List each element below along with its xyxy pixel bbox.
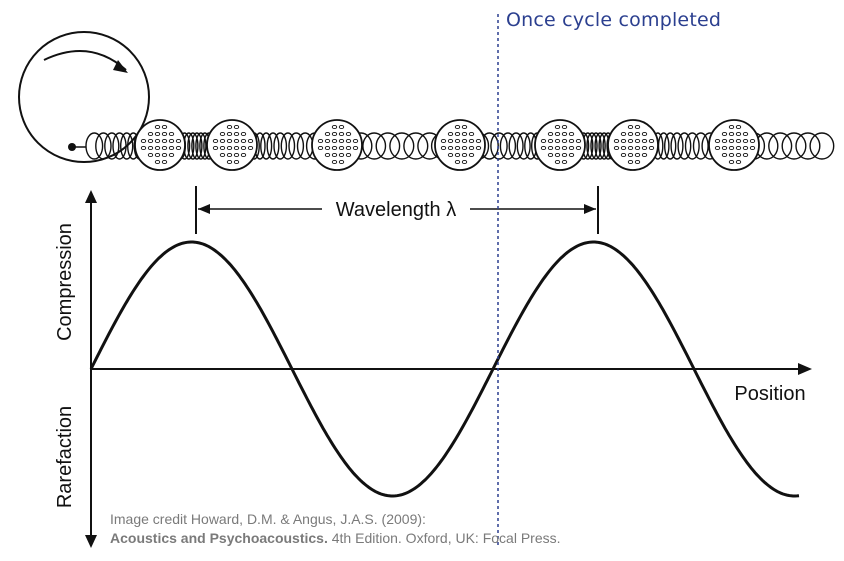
spring-coil <box>280 132 296 160</box>
spring-coil <box>187 132 199 160</box>
spring-coil <box>590 132 602 160</box>
spring-mass-ball <box>607 119 659 171</box>
credit-book-title: Acoustics and Psychoacoustics. <box>110 530 328 546</box>
sine-wave <box>89 240 800 498</box>
axes: Position Compression Rarefaction <box>54 190 812 548</box>
spring-coil <box>119 132 134 160</box>
compression-label: Compression <box>54 223 76 341</box>
rotation-arrowhead <box>113 60 128 73</box>
spring-coil <box>768 132 793 160</box>
rotation-arrow <box>43 50 127 71</box>
spring-mass-ball <box>311 119 363 171</box>
spring-coil <box>362 132 387 160</box>
spring-coil <box>260 132 273 160</box>
spring-coil <box>375 132 401 160</box>
wavelength-marker: Wavelength λ <box>195 186 599 234</box>
spring-mass-ball <box>434 119 486 171</box>
spring-coil <box>273 132 288 160</box>
image-credit: Image credit Howard, D.M. & Angus, J.A.S… <box>110 510 561 548</box>
spring-coil <box>809 132 835 160</box>
spring-coil <box>516 132 531 160</box>
spring-coil <box>288 132 305 160</box>
spring-coil <box>664 132 677 160</box>
spring-coil <box>508 132 524 160</box>
spring-coil <box>692 132 709 160</box>
spring-coil <box>266 132 280 160</box>
spring-coil <box>104 132 120 160</box>
spring-coil <box>191 132 203 160</box>
cycle-completed-annotation: Once cycle completed <box>506 9 722 31</box>
spring-coil <box>677 132 692 160</box>
credit-line-2: Acoustics and Psychoacoustics. 4th Editi… <box>110 529 561 548</box>
spring-coil <box>795 132 821 160</box>
rarefaction-label: Rarefaction <box>54 406 76 508</box>
x-axis-arrow <box>798 363 812 375</box>
spring-coil <box>195 132 207 160</box>
spring-coil <box>490 132 508 160</box>
spring-coil <box>296 132 314 160</box>
credit-publisher: 4th Edition. Oxford, UK: Focal Press. <box>327 530 561 546</box>
credit-line-1: Image credit Howard, D.M. & Angus, J.A.S… <box>110 511 426 527</box>
spring-coil <box>594 132 606 160</box>
spring-masses <box>134 119 760 171</box>
spring-coil <box>781 132 807 160</box>
spring-coil <box>389 132 415 160</box>
y-axis-arrow-up <box>85 190 97 203</box>
spring-coil <box>403 132 429 160</box>
rotating-wheel <box>18 31 150 163</box>
spring-coil <box>112 132 127 160</box>
spring-mass-ball <box>134 119 186 171</box>
spring-coil <box>684 132 700 160</box>
spring-coil <box>657 132 670 160</box>
position-label: Position <box>734 383 805 405</box>
spring-coil <box>85 132 104 160</box>
spring-coil <box>499 132 517 160</box>
spring-mass-ball <box>534 119 586 171</box>
spring-mass-ball <box>206 119 258 171</box>
spring-coil <box>670 132 684 160</box>
y-axis-arrow-down <box>85 535 97 548</box>
spring-coil <box>586 132 598 160</box>
wavelength-label: Wavelength λ <box>336 199 456 221</box>
spring-coil <box>95 132 112 160</box>
spring-mass-ball <box>708 119 760 171</box>
